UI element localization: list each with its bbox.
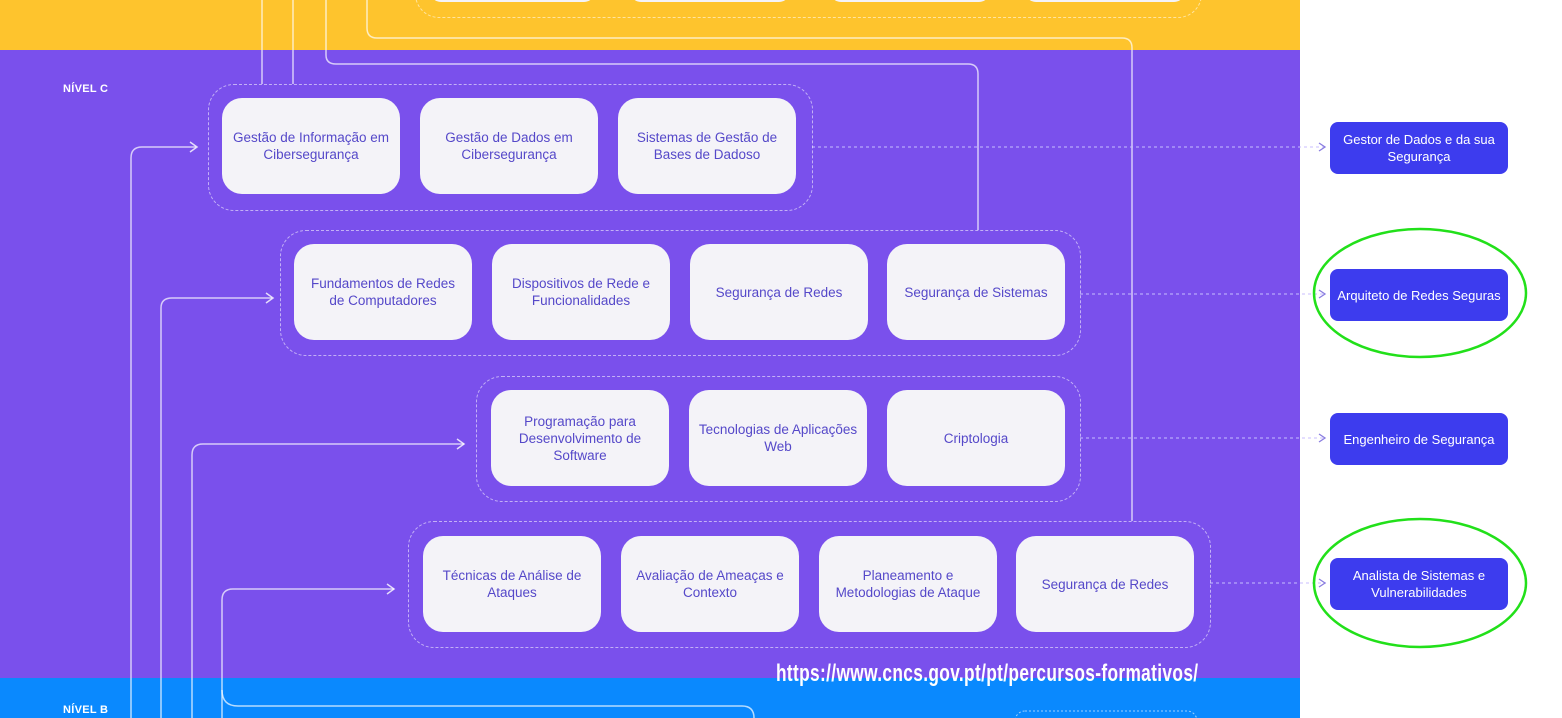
highlight-ellipse [1312,227,1528,359]
level-d-band [0,0,1300,50]
level-d-module [1025,0,1185,2]
level-d-module [430,0,595,2]
level-b-band [0,678,1300,718]
module-card[interactable]: Fundamentos de Redes de Computadores [294,244,472,340]
module-card[interactable]: Gestão de Dados em Cibersegurança [420,98,598,194]
role-security-engineer[interactable]: Engenheiro de Segurança [1330,413,1508,465]
level-d-module [830,0,990,2]
module-card[interactable]: Segurança de Redes [1016,536,1194,632]
level-b-label: NÍVEL B [63,704,109,716]
role-systems-analyst[interactable]: Analista de Sistemas e Vulnerabilidades [1330,558,1508,610]
module-group-data [208,84,813,211]
module-group-networks [280,230,1081,356]
module-card[interactable]: Gestão de Informação em Cibersegurança [222,98,400,194]
module-card[interactable]: Técnicas de Análise de Ataques [423,536,601,632]
module-card[interactable]: Sistemas de Gestão de Bases de Dadoso [618,98,796,194]
role-data-manager[interactable]: Gestor de Dados e da sua Segurança [1330,122,1508,174]
source-url: https://www.cncs.gov.pt/pt/percursos-for… [776,660,1199,687]
highlight-ellipse [1312,517,1528,649]
level-c-label: NÍVEL C [63,83,109,95]
role-network-architect[interactable]: Arquiteto de Redes Seguras [1330,269,1508,321]
module-card[interactable]: Criptologia [887,390,1065,486]
module-card[interactable]: Segurança de Sistemas [887,244,1065,340]
module-card[interactable]: Avaliação de Ameaças e Contexto [621,536,799,632]
module-card[interactable]: Programação para Desenvolvimento de Soft… [491,390,669,486]
module-card[interactable]: Segurança de Redes [690,244,868,340]
module-card[interactable]: Tecnologias de Aplicações Web [689,390,867,486]
module-group-engineering [476,376,1081,502]
level-d-module [630,0,790,2]
module-group-analysis [408,521,1211,648]
module-card[interactable]: Planeamento e Metodologias de Ataque [819,536,997,632]
module-card[interactable]: Dispositivos de Rede e Funcionalidades [492,244,670,340]
